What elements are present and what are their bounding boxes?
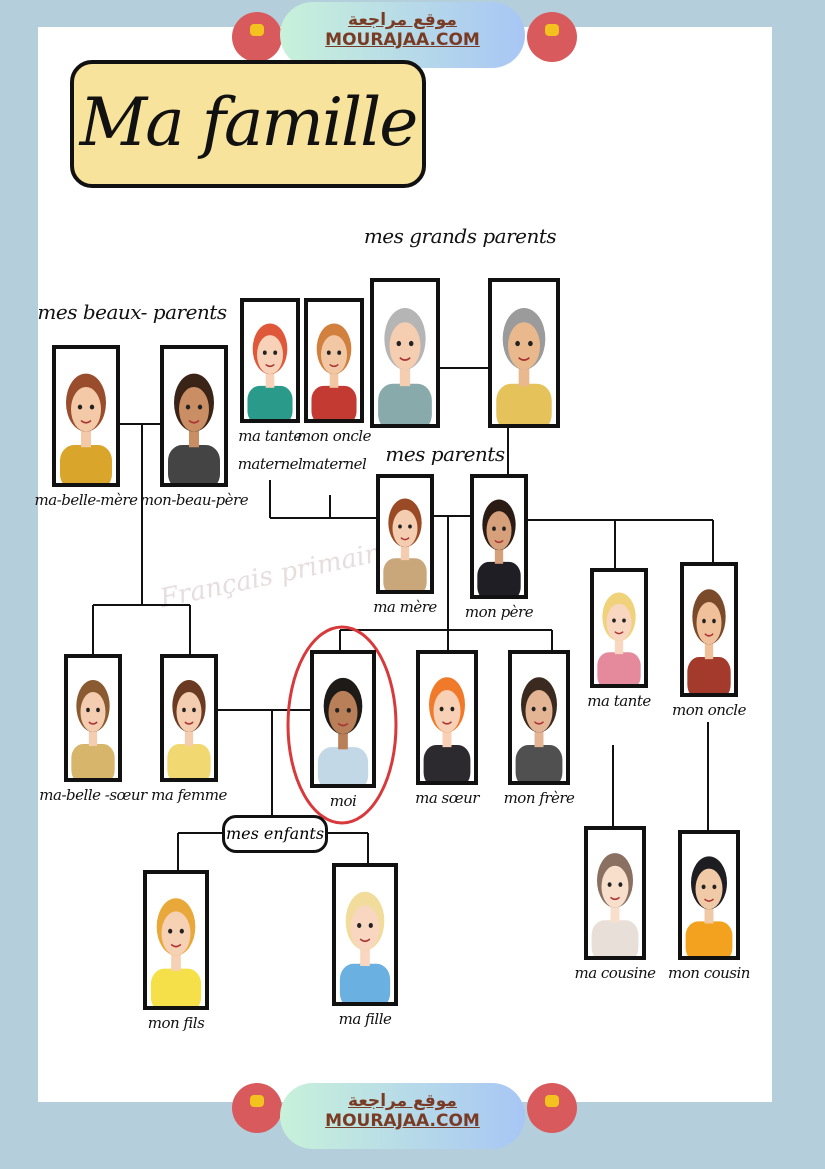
- logo-badge-right-bottom: [527, 1083, 577, 1133]
- banner-top[interactable]: موقع مراجعة MOURAJAA.COM: [280, 2, 525, 68]
- portrait-femme: [160, 654, 218, 782]
- person-icon: [378, 308, 432, 424]
- portrait-moi: [310, 650, 376, 788]
- portrait-mere: [376, 474, 434, 594]
- person-icon: [597, 592, 641, 684]
- banner-latin: MOURAJAA.COM: [325, 30, 480, 50]
- group-label-grands-parents: mes grands parents: [363, 224, 557, 248]
- person-icon: [477, 499, 521, 595]
- banner-bottom[interactable]: موقع مراجعة MOURAJAA.COM: [280, 1083, 525, 1149]
- banner-arabic: موقع مراجعة: [348, 10, 457, 30]
- person-icon: [685, 856, 733, 956]
- label-tante-maternel: ma tante: [238, 427, 302, 445]
- group-label-beaux-parents: mes beaux- parents: [37, 300, 227, 324]
- portrait-frere: [508, 650, 570, 785]
- person-icon: [423, 677, 471, 781]
- label-oncle: mon oncle: [672, 701, 746, 719]
- banner-latin: MOURAJAA.COM: [325, 1111, 480, 1131]
- person-icon: [496, 308, 552, 424]
- person-icon: [383, 498, 427, 590]
- label-cousine: ma cousine: [574, 964, 656, 982]
- page-title: Ma famille: [70, 60, 426, 188]
- portrait-cousine: [584, 826, 646, 960]
- label-fille: ma fille: [338, 1010, 392, 1028]
- logo-badge-left-bottom: [232, 1083, 282, 1133]
- label2-oncle-maternel: maternel: [301, 455, 367, 473]
- person-icon: [311, 323, 357, 419]
- portrait-belle-mere: [52, 345, 120, 487]
- person-icon: [168, 373, 220, 483]
- logo-badge-left: [232, 12, 282, 62]
- portrait-fille: [332, 863, 398, 1006]
- portrait-oncle-maternel: [304, 298, 364, 423]
- label-moi: moi: [329, 792, 357, 810]
- person-icon: [247, 323, 293, 419]
- label-femme: ma femme: [151, 786, 227, 804]
- label-frere: mon frère: [503, 789, 575, 807]
- person-icon: [317, 677, 369, 784]
- label-cousin: mon cousin: [668, 964, 750, 982]
- portrait-tante-maternel: [240, 298, 300, 423]
- label-belle-mere: ma-belle-mère: [34, 491, 138, 509]
- portrait-belle-soeur: [64, 654, 122, 782]
- person-icon: [339, 891, 391, 1002]
- portrait-pere: [470, 474, 528, 599]
- portrait-grand-mere: [370, 278, 440, 428]
- group-label-enfants: mes enfants: [222, 815, 328, 853]
- label-soeur: ma sœur: [415, 789, 479, 807]
- label-mere: ma mère: [373, 598, 437, 616]
- person-icon: [515, 677, 563, 781]
- person-icon: [71, 680, 115, 778]
- person-icon: [150, 898, 202, 1006]
- label-pere: mon père: [464, 603, 534, 621]
- label2-tante-maternel: maternel: [237, 455, 303, 473]
- portrait-tante: [590, 568, 648, 688]
- portrait-soeur: [416, 650, 478, 785]
- portrait-cousin: [678, 830, 740, 960]
- label-belle-soeur: ma-belle -sœur: [39, 786, 147, 804]
- portrait-fils: [143, 870, 209, 1010]
- person-icon: [687, 589, 731, 693]
- label-beau-pere: mon-beau-père: [139, 491, 249, 509]
- portrait-grand-pere: [488, 278, 560, 428]
- person-icon: [60, 373, 112, 483]
- portrait-oncle: [680, 562, 738, 697]
- banner-arabic: موقع مراجعة: [348, 1091, 457, 1111]
- group-label-parents: mes parents: [385, 442, 505, 466]
- portrait-beau-pere: [160, 345, 228, 487]
- person-icon: [167, 680, 211, 778]
- label-fils: mon fils: [147, 1014, 205, 1032]
- label-tante: ma tante: [587, 692, 651, 710]
- person-icon: [591, 853, 639, 956]
- label-oncle-maternel: mon oncle: [297, 427, 371, 445]
- logo-badge-right: [527, 12, 577, 62]
